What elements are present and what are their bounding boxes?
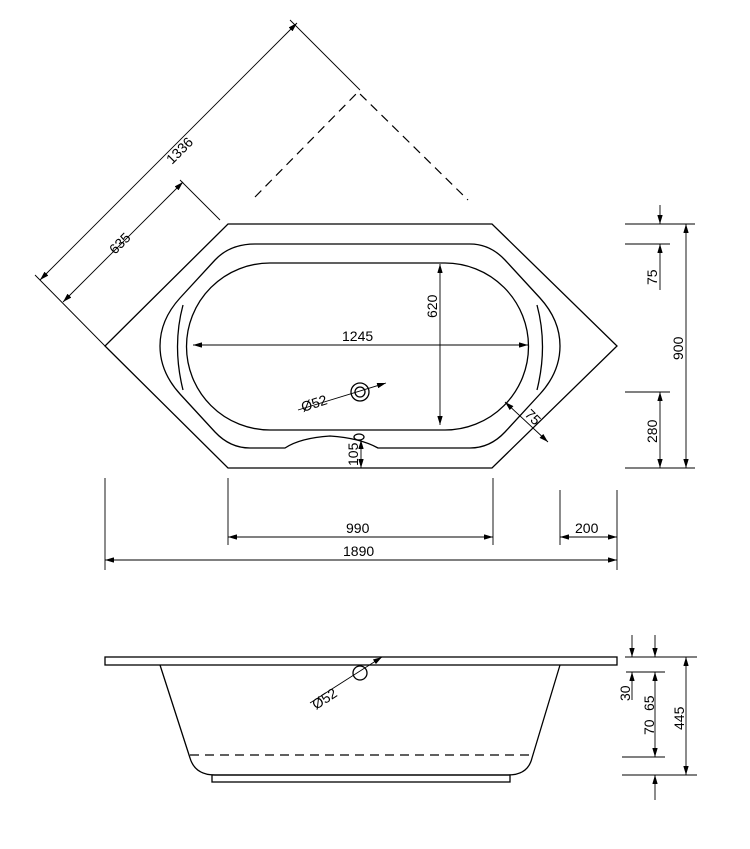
- outer-hexagon: [104, 223, 618, 469]
- dim-70: 70: [641, 719, 657, 735]
- dim-side-drain-52: Ø52: [309, 685, 340, 713]
- dim-105: 105: [345, 442, 361, 466]
- dim-right-75: 75: [644, 269, 660, 285]
- dim-65: 65: [641, 695, 657, 711]
- dim-280: 280: [644, 419, 660, 443]
- rim: [104, 656, 618, 666]
- dim-990: 990: [346, 520, 370, 536]
- dim-635: 635: [106, 229, 134, 257]
- inner-rim: [159, 243, 561, 449]
- dim-drain-52: Ø52: [299, 391, 329, 414]
- dim-1890: 1890: [343, 543, 374, 559]
- tub-body: [159, 664, 561, 776]
- top-view: 1336 635 1245 620 Ø52 75 105 75 900 280 …: [34, 19, 695, 570]
- dim-1245: 1245: [342, 328, 373, 344]
- dim-900: 900: [670, 336, 686, 360]
- drain-inner: [354, 386, 366, 398]
- corner-wall-dashed: [254, 91, 469, 201]
- dim-620: 620: [424, 294, 440, 318]
- dim-30: 30: [617, 685, 633, 701]
- dim-1336: 1336: [163, 134, 196, 167]
- side-view: Ø52 30 65 70 445: [104, 635, 697, 800]
- side-drain: [352, 665, 368, 681]
- armrest-line-left: [176, 304, 184, 391]
- dim-200: 200: [575, 520, 599, 536]
- overflow-icon: [353, 433, 365, 441]
- drain-outer: [350, 382, 370, 402]
- dim-445: 445: [671, 706, 687, 730]
- armrest-line-right: [536, 304, 544, 391]
- base-plate: [211, 774, 511, 783]
- basin: [185, 262, 530, 431]
